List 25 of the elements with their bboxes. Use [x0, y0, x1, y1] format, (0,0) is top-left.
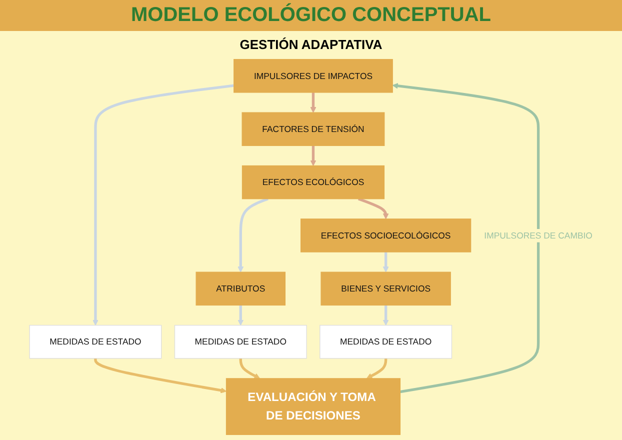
- arrow: [94, 358, 227, 394]
- node-box: EFECTOS SOCIOECOLÓGICOS: [300, 218, 472, 252]
- arrow: [358, 198, 389, 220]
- node-box: IMPULSORES DE IMPACTOS: [234, 59, 393, 93]
- arrow: [238, 305, 244, 326]
- node-box: ATRIBUTOS: [196, 272, 286, 306]
- arrow: [92, 84, 234, 326]
- node-box: FACTORES DE TENSIÓN: [242, 112, 385, 146]
- subtitle-label: GESTIÓN ADAPTATIVA: [238, 37, 384, 52]
- diagram-title: MODELO ECOLÓGICO CONCEPTUAL: [0, 0, 622, 31]
- arrow: [238, 198, 268, 272]
- node-box: EVALUACIÓN Y TOMA DE DECISIONES: [226, 378, 401, 435]
- node-box: BIENES Y SERVICIOS: [320, 272, 451, 306]
- arrow: [239, 358, 260, 379]
- node-box: MEDIDAS DE ESTADO: [29, 324, 162, 359]
- arrow: [382, 305, 389, 326]
- node-box: MEDIDAS DE ESTADO: [320, 324, 452, 359]
- node-box: EFECTOS ECOLÓGICOS: [242, 165, 385, 200]
- arrow: [310, 146, 316, 166]
- arrow: [366, 358, 388, 379]
- arrow: [382, 252, 389, 272]
- edge-label: IMPULSORES DE CAMBIO: [484, 230, 592, 240]
- node-box: MEDIDAS DE ESTADO: [174, 324, 307, 359]
- arrow: [392, 82, 540, 394]
- arrow: [310, 92, 316, 113]
